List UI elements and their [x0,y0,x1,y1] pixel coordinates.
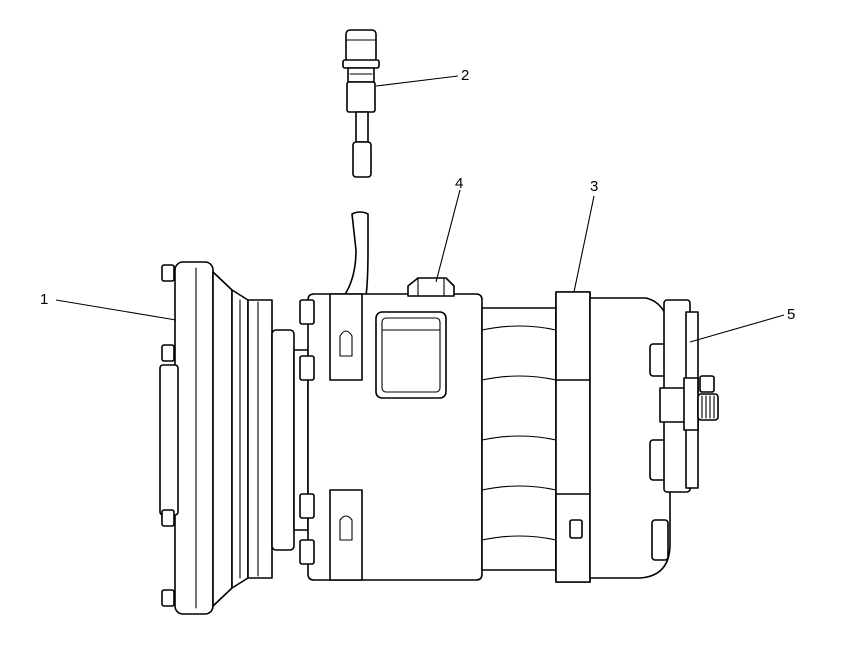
callout-4: 4 [435,175,463,283]
pressure-switch [342,29,380,178]
callout-5: 5 [689,306,795,343]
hose-stub [343,211,369,297]
callout-1: 1 [40,291,177,321]
callout-2: 2 [375,67,469,87]
callout-3: 3 [573,178,598,293]
compressor-body [299,277,719,583]
callout-label-5: 5 [787,306,795,323]
clutch-pulley [159,261,309,615]
callout-label-4: 4 [455,175,463,192]
callout-label-1: 1 [40,291,48,308]
callout-label-2: 2 [461,67,469,84]
callout-label-3: 3 [590,178,598,195]
